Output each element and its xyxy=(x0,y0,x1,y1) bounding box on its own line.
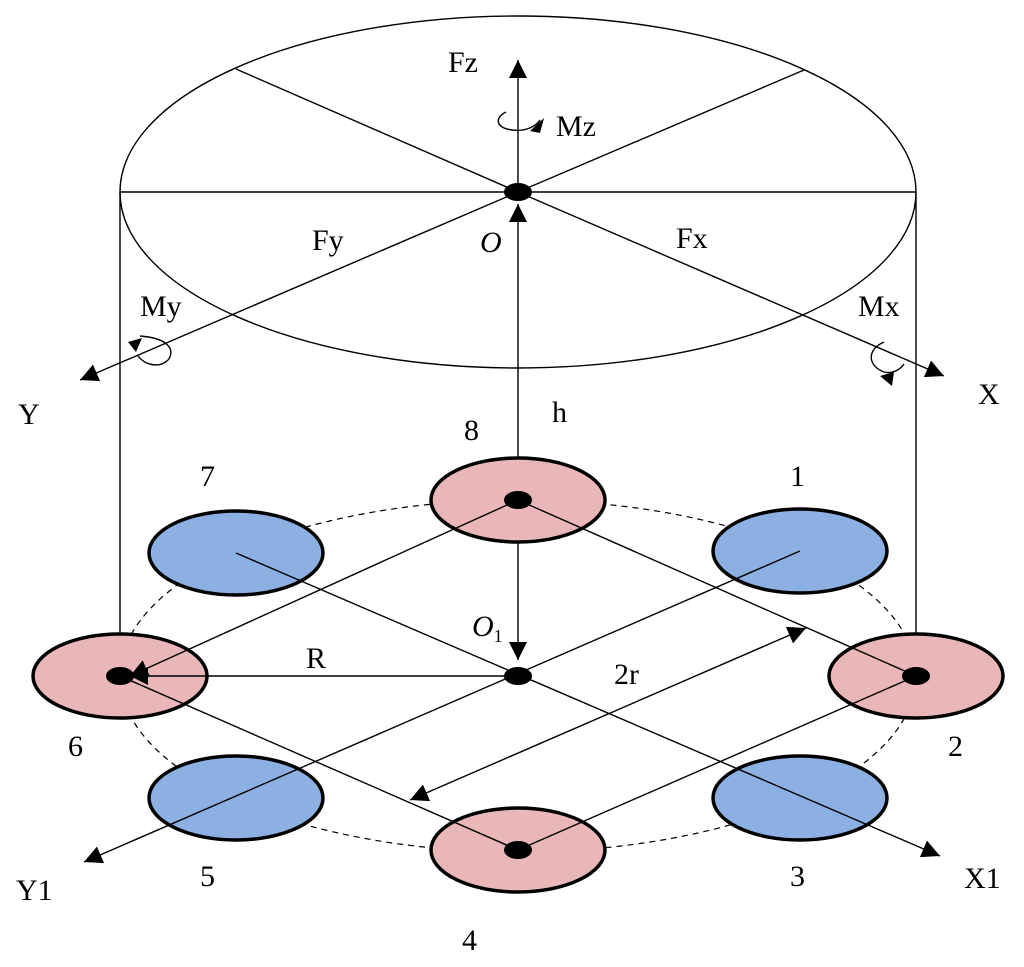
two-r-dimension-line xyxy=(409,626,807,802)
mx-rotation-arrowhead xyxy=(880,372,894,386)
pad8-to-pad6-line xyxy=(129,499,519,677)
o1-label-main: O xyxy=(472,610,494,643)
top-diagonal-line-1 xyxy=(235,68,519,193)
o1-label-subscript: 1 xyxy=(494,626,503,646)
pad-number-7: 7 xyxy=(200,460,215,493)
y-axis-label: Y xyxy=(18,398,40,431)
origin-o-dot xyxy=(504,183,532,201)
pad8-to-pad2-line xyxy=(517,499,917,677)
pad6-to-pad4-line xyxy=(119,675,519,851)
r-label: R xyxy=(306,642,326,675)
fy-label: Fy xyxy=(312,224,344,257)
h-label: h xyxy=(552,396,567,429)
pad-number-6: 6 xyxy=(68,730,83,763)
pad-number-4: 4 xyxy=(462,924,477,957)
mz-rotation-arrowhead xyxy=(530,118,544,133)
y-axis xyxy=(79,191,519,382)
pad-3 xyxy=(711,754,889,842)
fx-label: Fx xyxy=(676,222,708,255)
x-axis-label: X xyxy=(978,378,1000,411)
mz-label: Mz xyxy=(556,110,596,143)
x1-axis xyxy=(235,552,941,858)
o1-label: O1 xyxy=(472,610,503,646)
mx-rotation-icon xyxy=(870,341,905,374)
pad-5 xyxy=(147,754,325,842)
pad-number-5: 5 xyxy=(200,860,215,893)
my-label: My xyxy=(140,290,182,323)
pad-2-center-dot xyxy=(902,667,930,685)
x-axis xyxy=(517,191,945,378)
pad-6-center-dot xyxy=(106,667,134,685)
o1-center-dot xyxy=(504,667,532,685)
pad-4-center-dot xyxy=(504,841,532,859)
pad-number-2: 2 xyxy=(948,730,963,763)
pad-number-1: 1 xyxy=(790,460,805,493)
y1-axis-label: Y1 xyxy=(16,874,53,907)
pad-number-8: 8 xyxy=(464,414,479,447)
o-label: O xyxy=(480,226,502,259)
fz-label: Fz xyxy=(448,46,478,79)
top-diagonal-line-2 xyxy=(517,69,805,193)
mz-rotation-icon xyxy=(497,111,541,132)
x1-axis-label: X1 xyxy=(964,862,1001,895)
my-rotation-arrowhead xyxy=(128,338,142,352)
mx-label: Mx xyxy=(858,290,900,323)
two-r-label: 2r xyxy=(614,658,639,691)
my-rotation-icon xyxy=(137,335,172,366)
pad-number-3: 3 xyxy=(790,860,805,893)
pad-8-center-dot xyxy=(504,491,532,509)
